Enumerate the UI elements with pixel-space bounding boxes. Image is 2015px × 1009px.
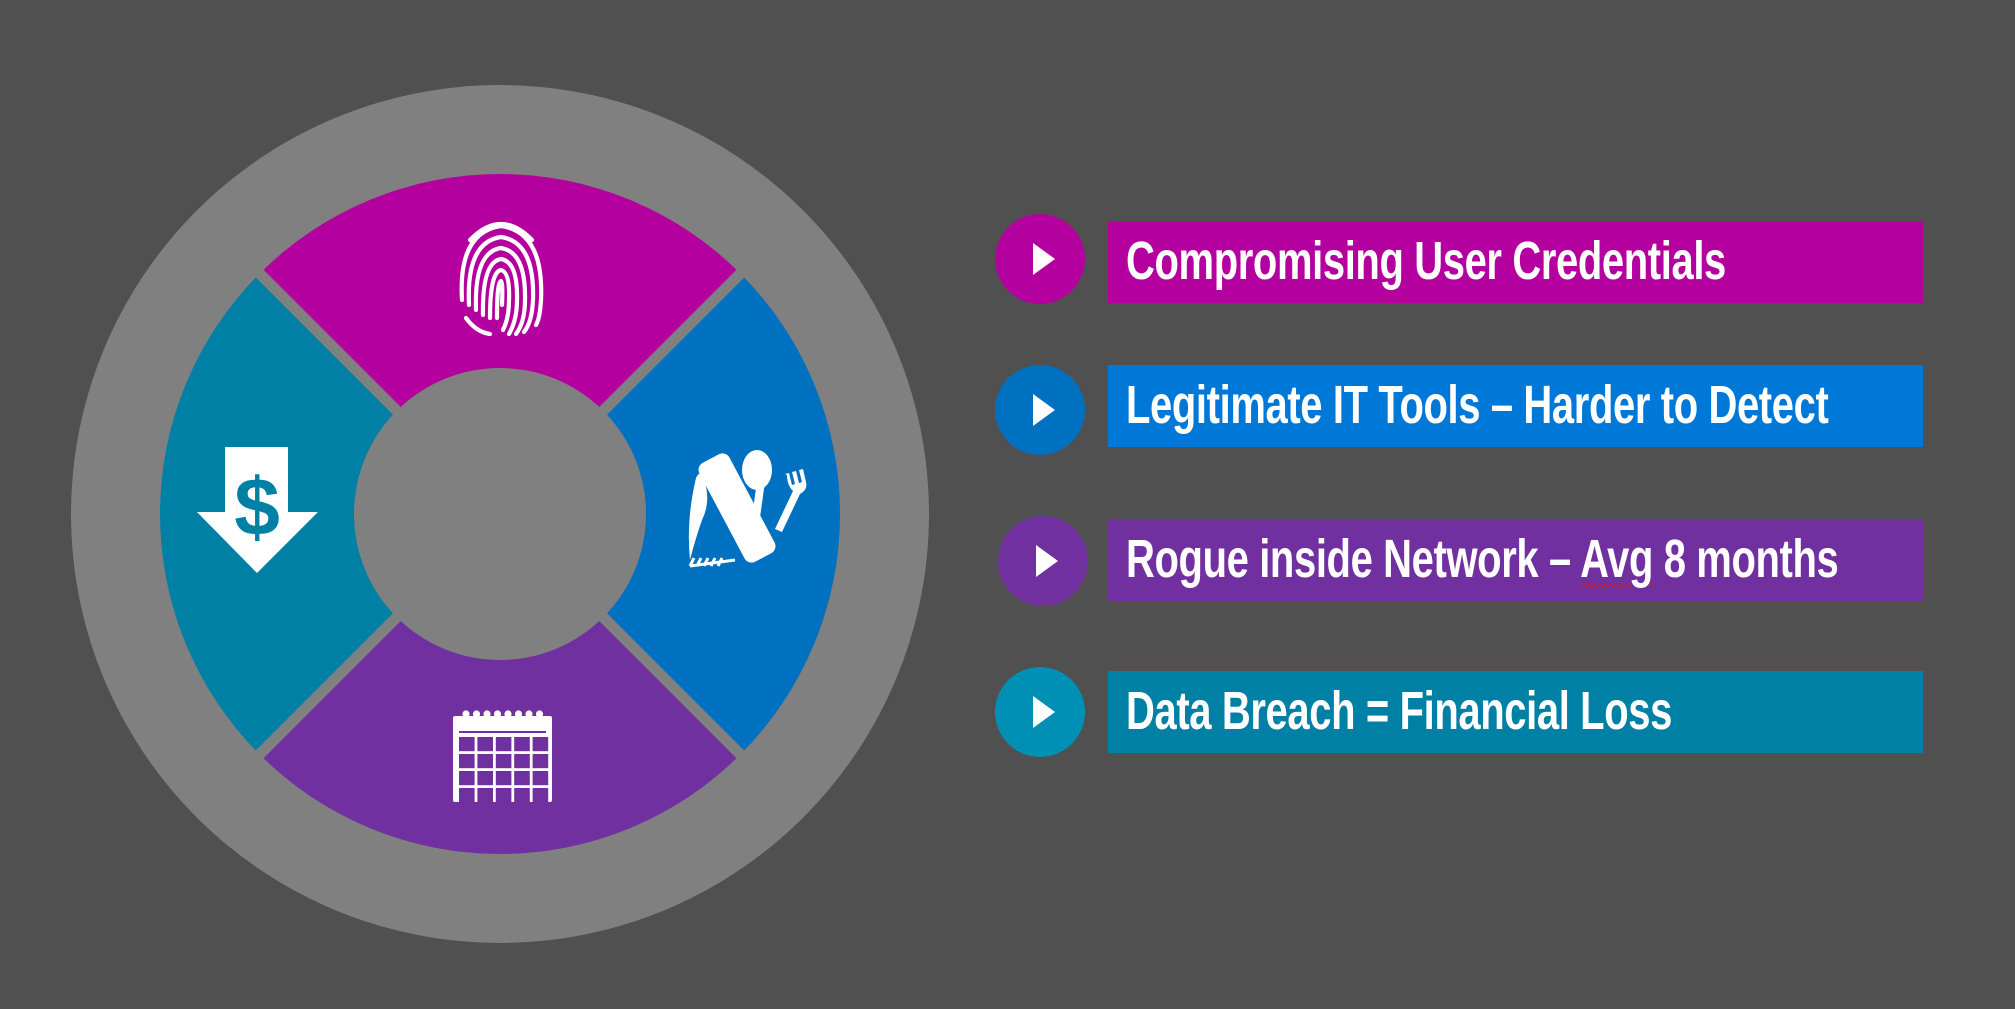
item-text-1: Compromising User Credentials	[1126, 231, 1726, 291]
calendar-cell	[459, 754, 475, 769]
bullet-3	[998, 516, 1088, 606]
calendar-cell	[514, 771, 530, 786]
calendar-ring	[504, 710, 512, 718]
bullet-2	[995, 365, 1085, 455]
calendar-ring	[493, 710, 502, 718]
calendar-cell	[477, 737, 493, 752]
play-arrow-icon	[1036, 545, 1058, 577]
calendar-cell	[514, 737, 530, 752]
calendar-ring	[462, 710, 470, 718]
calendar-ring	[483, 710, 491, 718]
item-text-4: Data Breach = Financial Loss	[1126, 681, 1672, 741]
calendar-cell	[495, 754, 512, 769]
calendar-cell	[459, 771, 475, 786]
swiss-army-knife-icon	[688, 450, 807, 568]
bullet-4	[995, 667, 1085, 757]
item-text-3-after: 8 months	[1652, 529, 1839, 589]
segment-top	[259, 173, 741, 416]
svg-text:$: $	[234, 462, 280, 553]
dollar-down-arrow-icon: $	[197, 447, 318, 573]
item-text-2: Legitimate IT Tools – Harder to Detect	[1126, 375, 1829, 435]
item-text-3-before: Rogue inside Network –	[1126, 529, 1581, 589]
calendar-cell	[532, 737, 549, 752]
calendar-cell	[532, 771, 549, 786]
calendar-cell	[514, 754, 530, 769]
calendar-ring	[525, 710, 533, 718]
play-arrow-icon	[1033, 696, 1055, 728]
calendar-cell	[495, 788, 512, 803]
calendar-ring	[514, 710, 523, 718]
calendar-cell	[495, 737, 512, 752]
calendar-cell	[495, 771, 512, 786]
bullet-1	[995, 214, 1085, 304]
calendar-icon	[453, 710, 552, 803]
play-arrow-icon	[1033, 394, 1055, 426]
item-bar-3: Rogue inside Network – Avg 8 months	[1108, 519, 1923, 601]
calendar-cell	[514, 788, 530, 803]
calendar-cell	[459, 788, 475, 803]
item-bar-4: Data Breach = Financial Loss	[1108, 671, 1923, 753]
item-bar-1: Compromising User Credentials	[1108, 221, 1923, 303]
calendar-cell	[532, 754, 549, 769]
center-hub	[354, 368, 646, 660]
calendar-cell	[477, 771, 493, 786]
calendar-ring	[472, 710, 481, 718]
fingerprint-icon	[459, 222, 544, 337]
play-arrow-icon	[1033, 243, 1055, 275]
calendar-ring	[535, 710, 544, 718]
calendar-cell	[477, 754, 493, 769]
cycle-wheel: $	[71, 85, 929, 943]
item-text-3: Rogue inside Network – Avg 8 months	[1126, 527, 1839, 591]
item-bar-2: Legitimate IT Tools – Harder to Detect	[1108, 365, 1923, 447]
calendar-cell	[532, 788, 549, 803]
segment-right	[598, 273, 840, 755]
item-text-3-marked: Avg	[1580, 529, 1653, 589]
calendar-cell	[459, 737, 475, 752]
calendar-cell	[477, 788, 493, 803]
